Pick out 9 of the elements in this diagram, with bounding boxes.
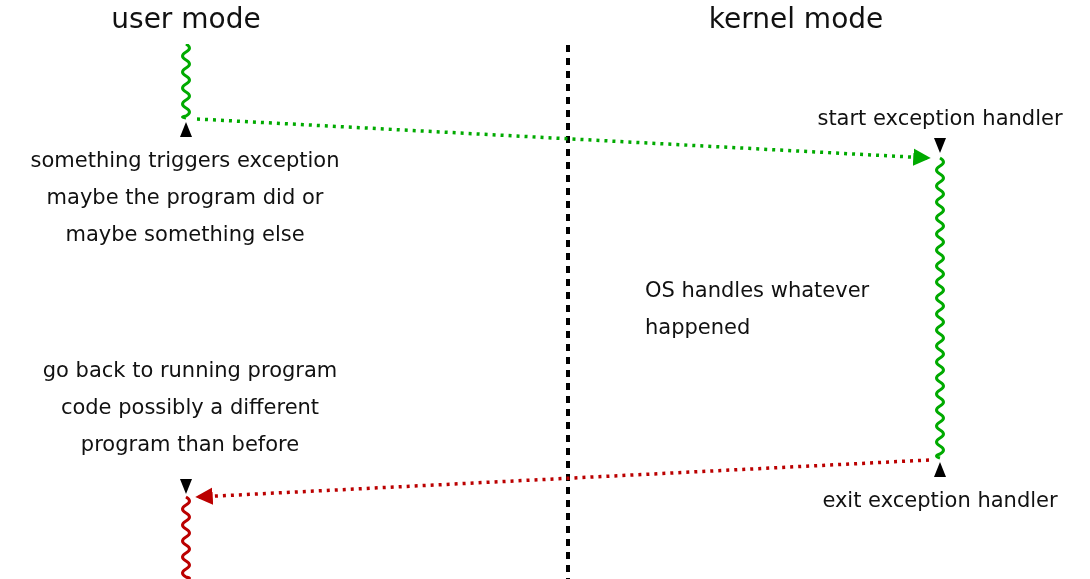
annotation-text: something triggers exception maybe the program did or maybe something else bbox=[29, 147, 341, 248]
column-heading: kernel mode bbox=[707, 1, 885, 37]
arrow bbox=[195, 458, 930, 505]
column-heading: user mode bbox=[110, 1, 262, 37]
annotation-text: OS handles whatever happened bbox=[645, 277, 871, 341]
annotation-text: start exception handler bbox=[816, 105, 1064, 132]
arrow bbox=[196, 117, 931, 166]
annotation-text: exit exception handler bbox=[821, 487, 1059, 514]
annotation-text: go back to running program code possibly a different program than before bbox=[41, 357, 339, 458]
